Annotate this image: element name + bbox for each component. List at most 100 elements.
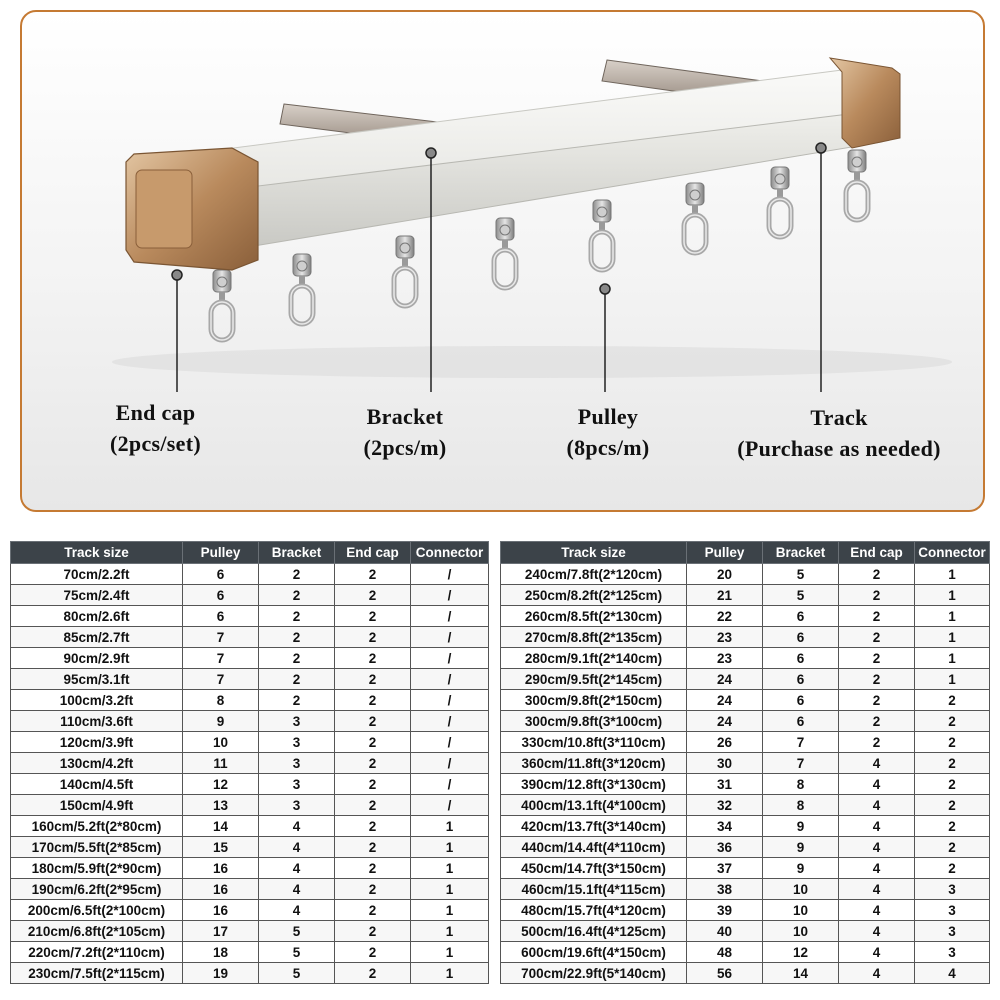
table-cell: 420cm/13.7ft(3*140cm) [500, 815, 687, 837]
table-cell: / [410, 689, 489, 711]
table-cell: 4 [258, 878, 335, 900]
table-cell: 4 [838, 878, 915, 900]
table-cell: 23 [686, 626, 763, 648]
table-cell: 150cm/4.9ft [10, 794, 183, 816]
table-cell: 480cm/15.7ft(4*120cm) [500, 899, 687, 921]
table-cell: 85cm/2.7ft [10, 626, 183, 648]
callout-pulley: Pulley (8pcs/m) [548, 401, 668, 463]
table-cell: 8 [762, 794, 839, 816]
table-cell: 16 [182, 899, 259, 921]
table-cell: 2 [334, 878, 411, 900]
table-cell: 1 [410, 941, 489, 963]
table-cell: 500cm/16.4ft(4*125cm) [500, 920, 687, 942]
table-cell: 4 [258, 857, 335, 879]
table-cell: 1 [410, 962, 489, 984]
table-cell: 2 [334, 815, 411, 837]
table-cell: 2 [334, 920, 411, 942]
table-cell: 24 [686, 710, 763, 732]
table-cell: 38 [686, 878, 763, 900]
table-cell: 2 [334, 563, 411, 585]
table-cell: 34 [686, 815, 763, 837]
table-cell: 1 [914, 563, 990, 585]
table-cell: 2 [258, 689, 335, 711]
table-cell: 700cm/22.9ft(5*140cm) [500, 962, 687, 984]
table-cell: / [410, 710, 489, 732]
table-cell: 2 [258, 668, 335, 690]
table-cell: 1 [410, 920, 489, 942]
table-cell: 210cm/6.8ft(2*105cm) [10, 920, 183, 942]
table-cell: 2 [334, 626, 411, 648]
header-track-size: Track size [10, 541, 183, 564]
table-cell: 5 [762, 584, 839, 606]
table-cell: 2 [334, 584, 411, 606]
table-cell: 2 [334, 689, 411, 711]
header-end-cap: End cap [334, 541, 411, 564]
table-cell: / [410, 668, 489, 690]
table-cell: 4 [838, 920, 915, 942]
table-cell: 2 [914, 752, 990, 774]
table-cell: / [410, 731, 489, 753]
table-cell: 2 [334, 731, 411, 753]
table-cell: 5 [258, 920, 335, 942]
table-cell: 32 [686, 794, 763, 816]
table-cell: 12 [762, 941, 839, 963]
end-cap-name: End cap [115, 400, 196, 425]
table-cell: 2 [258, 584, 335, 606]
table-cell: 2 [914, 794, 990, 816]
table-cell: 270cm/8.8ft(2*135cm) [500, 626, 687, 648]
header-pulley: Pulley [686, 541, 763, 564]
table-cell: 390cm/12.8ft(3*130cm) [500, 773, 687, 795]
header-end-cap: End cap [838, 541, 915, 564]
callout-end-cap: End cap (2pcs/set) [88, 397, 223, 459]
table-cell: 4 [838, 794, 915, 816]
table-cell: 7 [182, 647, 259, 669]
table-cell: 2 [334, 710, 411, 732]
table-cell: 75cm/2.4ft [10, 584, 183, 606]
table-cell: 300cm/9.8ft(2*150cm) [500, 689, 687, 711]
table-cell: 17 [182, 920, 259, 942]
table-cell: / [410, 626, 489, 648]
table-cell: 10 [762, 920, 839, 942]
table-cell: 3 [914, 920, 990, 942]
table-cell: 2 [334, 647, 411, 669]
table-cell: 30 [686, 752, 763, 774]
table-cell: 2 [838, 668, 915, 690]
table-cell: 180cm/5.9ft(2*90cm) [10, 857, 183, 879]
table-cell: 6 [182, 584, 259, 606]
table-cell: 6 [762, 626, 839, 648]
table-cell: 2 [838, 626, 915, 648]
track-name: Track [810, 405, 868, 430]
table-cell: 10 [182, 731, 259, 753]
table-cell: 95cm/3.1ft [10, 668, 183, 690]
table-cell: 6 [182, 563, 259, 585]
table-cell: 19 [182, 962, 259, 984]
table-cell: 1 [914, 626, 990, 648]
table-cell: 290cm/9.5ft(2*145cm) [500, 668, 687, 690]
table-cell: 4 [838, 752, 915, 774]
table-cell: 1 [914, 668, 990, 690]
table-cell: 200cm/6.5ft(2*100cm) [10, 899, 183, 921]
table-cell: 10 [762, 899, 839, 921]
table-cell: 9 [762, 857, 839, 879]
table-cell: 80cm/2.6ft [10, 605, 183, 627]
table-cell: 2 [838, 647, 915, 669]
table-cell: 7 [182, 668, 259, 690]
table-cell: 1 [914, 647, 990, 669]
header-bracket: Bracket [258, 541, 335, 564]
